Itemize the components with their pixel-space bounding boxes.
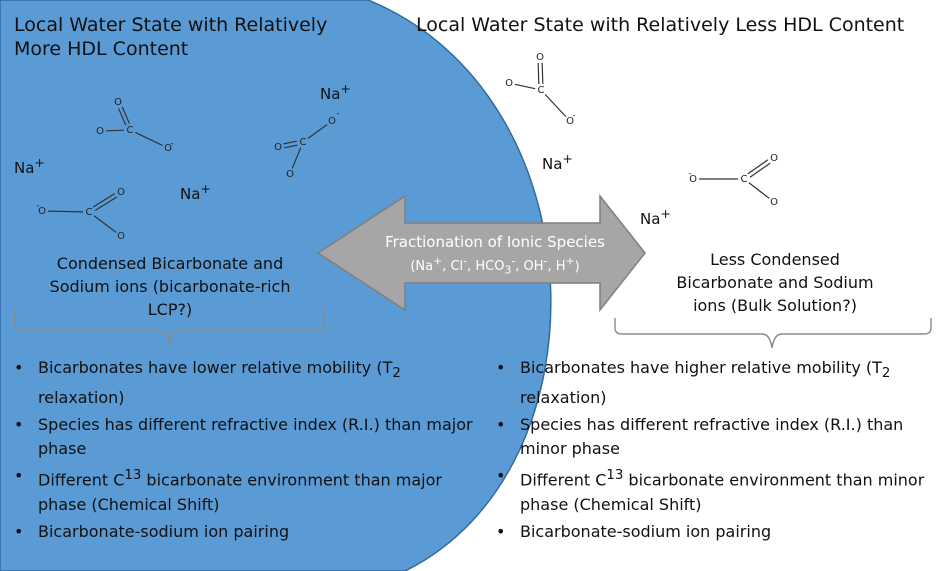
carbon-atom: C <box>300 137 307 148</box>
bond <box>121 106 131 124</box>
right-sodium-ion-2: Na+ <box>640 206 671 228</box>
oxygen-atom: O <box>117 231 125 242</box>
oxygen-atom: O <box>274 142 282 153</box>
oxygen-atom: O <box>164 143 172 154</box>
left-title-line-2: More HDL Content <box>14 38 189 60</box>
arrow-title: Fractionation of Ionic Species <box>385 233 605 251</box>
left-caption-line-2: Sodium ions (bicarbonate-rich <box>49 277 291 296</box>
oxygen-atom: O <box>770 197 778 208</box>
bond <box>93 215 117 233</box>
oxygen-atom: O <box>96 126 104 137</box>
species-part-5: ) <box>574 259 580 275</box>
left-sodium-ion-2: Na+ <box>14 155 45 177</box>
bond <box>94 196 118 212</box>
right-title: Local Water State with Relatively Less H… <box>416 14 905 36</box>
left-title-line-1: Local Water State with Relatively <box>14 14 328 36</box>
right-caption-line-2: Bicarbonate and Sodium <box>676 273 874 292</box>
bond <box>749 162 771 178</box>
left-caption-line-1: Condensed Bicarbonate and <box>56 254 284 273</box>
right-bullet-2: Species has different refractive index (… <box>494 413 934 461</box>
left-bullet-2: Species has different refractive index (… <box>12 413 482 461</box>
left-caption-line-3: LCP?) <box>147 300 193 319</box>
negative-charge: - <box>36 201 39 211</box>
right-caption-line-1: Less Condensed <box>710 250 840 269</box>
double-arrow <box>316 193 646 313</box>
bond <box>541 62 544 84</box>
bond <box>537 63 540 85</box>
right-bullet-4: Bicarbonate-sodium ion pairing <box>494 520 934 544</box>
left-bullet-list: Bicarbonates have lower relative mobilit… <box>12 356 482 547</box>
right-caption-line-3: ions (Bulk Solution?) <box>693 296 857 315</box>
negative-charge: - <box>170 139 173 149</box>
left-sodium-ion-3: Na+ <box>180 181 211 203</box>
species-part-2: , HCO3- <box>467 255 516 277</box>
right-caption: Less Condensed Bicarbonate and Sodium io… <box>650 248 900 317</box>
bond <box>283 140 297 145</box>
oxygen-atom: O <box>536 52 544 63</box>
right-bracket <box>614 318 932 349</box>
bond <box>47 210 84 213</box>
carbon-atom: C <box>127 125 134 136</box>
species-part-1: , Cl- <box>442 255 468 275</box>
carbon-atom: C <box>538 85 545 96</box>
right-bullet-1: Bicarbonates have higher relative mobili… <box>494 356 934 410</box>
right-sodium-ion-1: Na+ <box>542 151 573 173</box>
left-bullet-1: Bicarbonates have lower relative mobilit… <box>12 356 482 410</box>
right-bullet-list: Bicarbonates have higher relative mobili… <box>494 356 934 547</box>
left-title: Local Water State with Relatively More H… <box>14 13 327 61</box>
oxygen-atom: O <box>328 116 336 127</box>
carbon-atom: C <box>86 207 93 218</box>
left-caption: Condensed Bicarbonate and Sodium ions (b… <box>15 252 325 321</box>
species-part-4: , H+ <box>547 255 575 275</box>
oxygen-atom: O <box>114 97 122 108</box>
bond <box>284 144 298 149</box>
oxygen-atom: O <box>770 153 778 164</box>
bond <box>92 192 116 208</box>
oxygen-atom: O <box>117 187 125 198</box>
negative-charge: - <box>572 111 575 121</box>
bond <box>514 83 536 90</box>
oxygen-atom: O <box>286 169 294 180</box>
left-bullet-3: Different C13 bicarbonate environment th… <box>12 464 482 516</box>
bond <box>307 124 328 139</box>
negative-charge: - <box>336 109 339 119</box>
oxygen-atom: O <box>38 206 46 217</box>
bond <box>747 159 769 175</box>
oxygen-atom: O <box>566 116 574 127</box>
bond <box>105 129 125 132</box>
left-sodium-ion-1: Na+ <box>320 81 351 103</box>
arrow-label: Fractionation of Ionic Species (Na+, Cl-… <box>355 233 635 281</box>
carbon-atom: C <box>741 174 748 185</box>
oxygen-atom: O <box>689 174 697 185</box>
bond <box>748 182 770 199</box>
left-bullet-4: Bicarbonate-sodium ion pairing <box>12 520 482 544</box>
ionic-species-list: (Na+, Cl-, HCO3-, OH-, H+) <box>355 252 635 281</box>
bond <box>544 93 567 118</box>
left-bracket <box>14 307 326 344</box>
species-part-0: (Na+ <box>410 255 443 275</box>
species-part-3: , OH- <box>515 255 548 275</box>
bond <box>291 147 302 169</box>
bond <box>135 132 163 146</box>
bond <box>117 108 127 126</box>
right-bullet-3: Different C13 bicarbonate environment th… <box>494 464 934 516</box>
negative-charge: - <box>688 169 691 179</box>
oxygen-atom: O <box>505 78 513 89</box>
